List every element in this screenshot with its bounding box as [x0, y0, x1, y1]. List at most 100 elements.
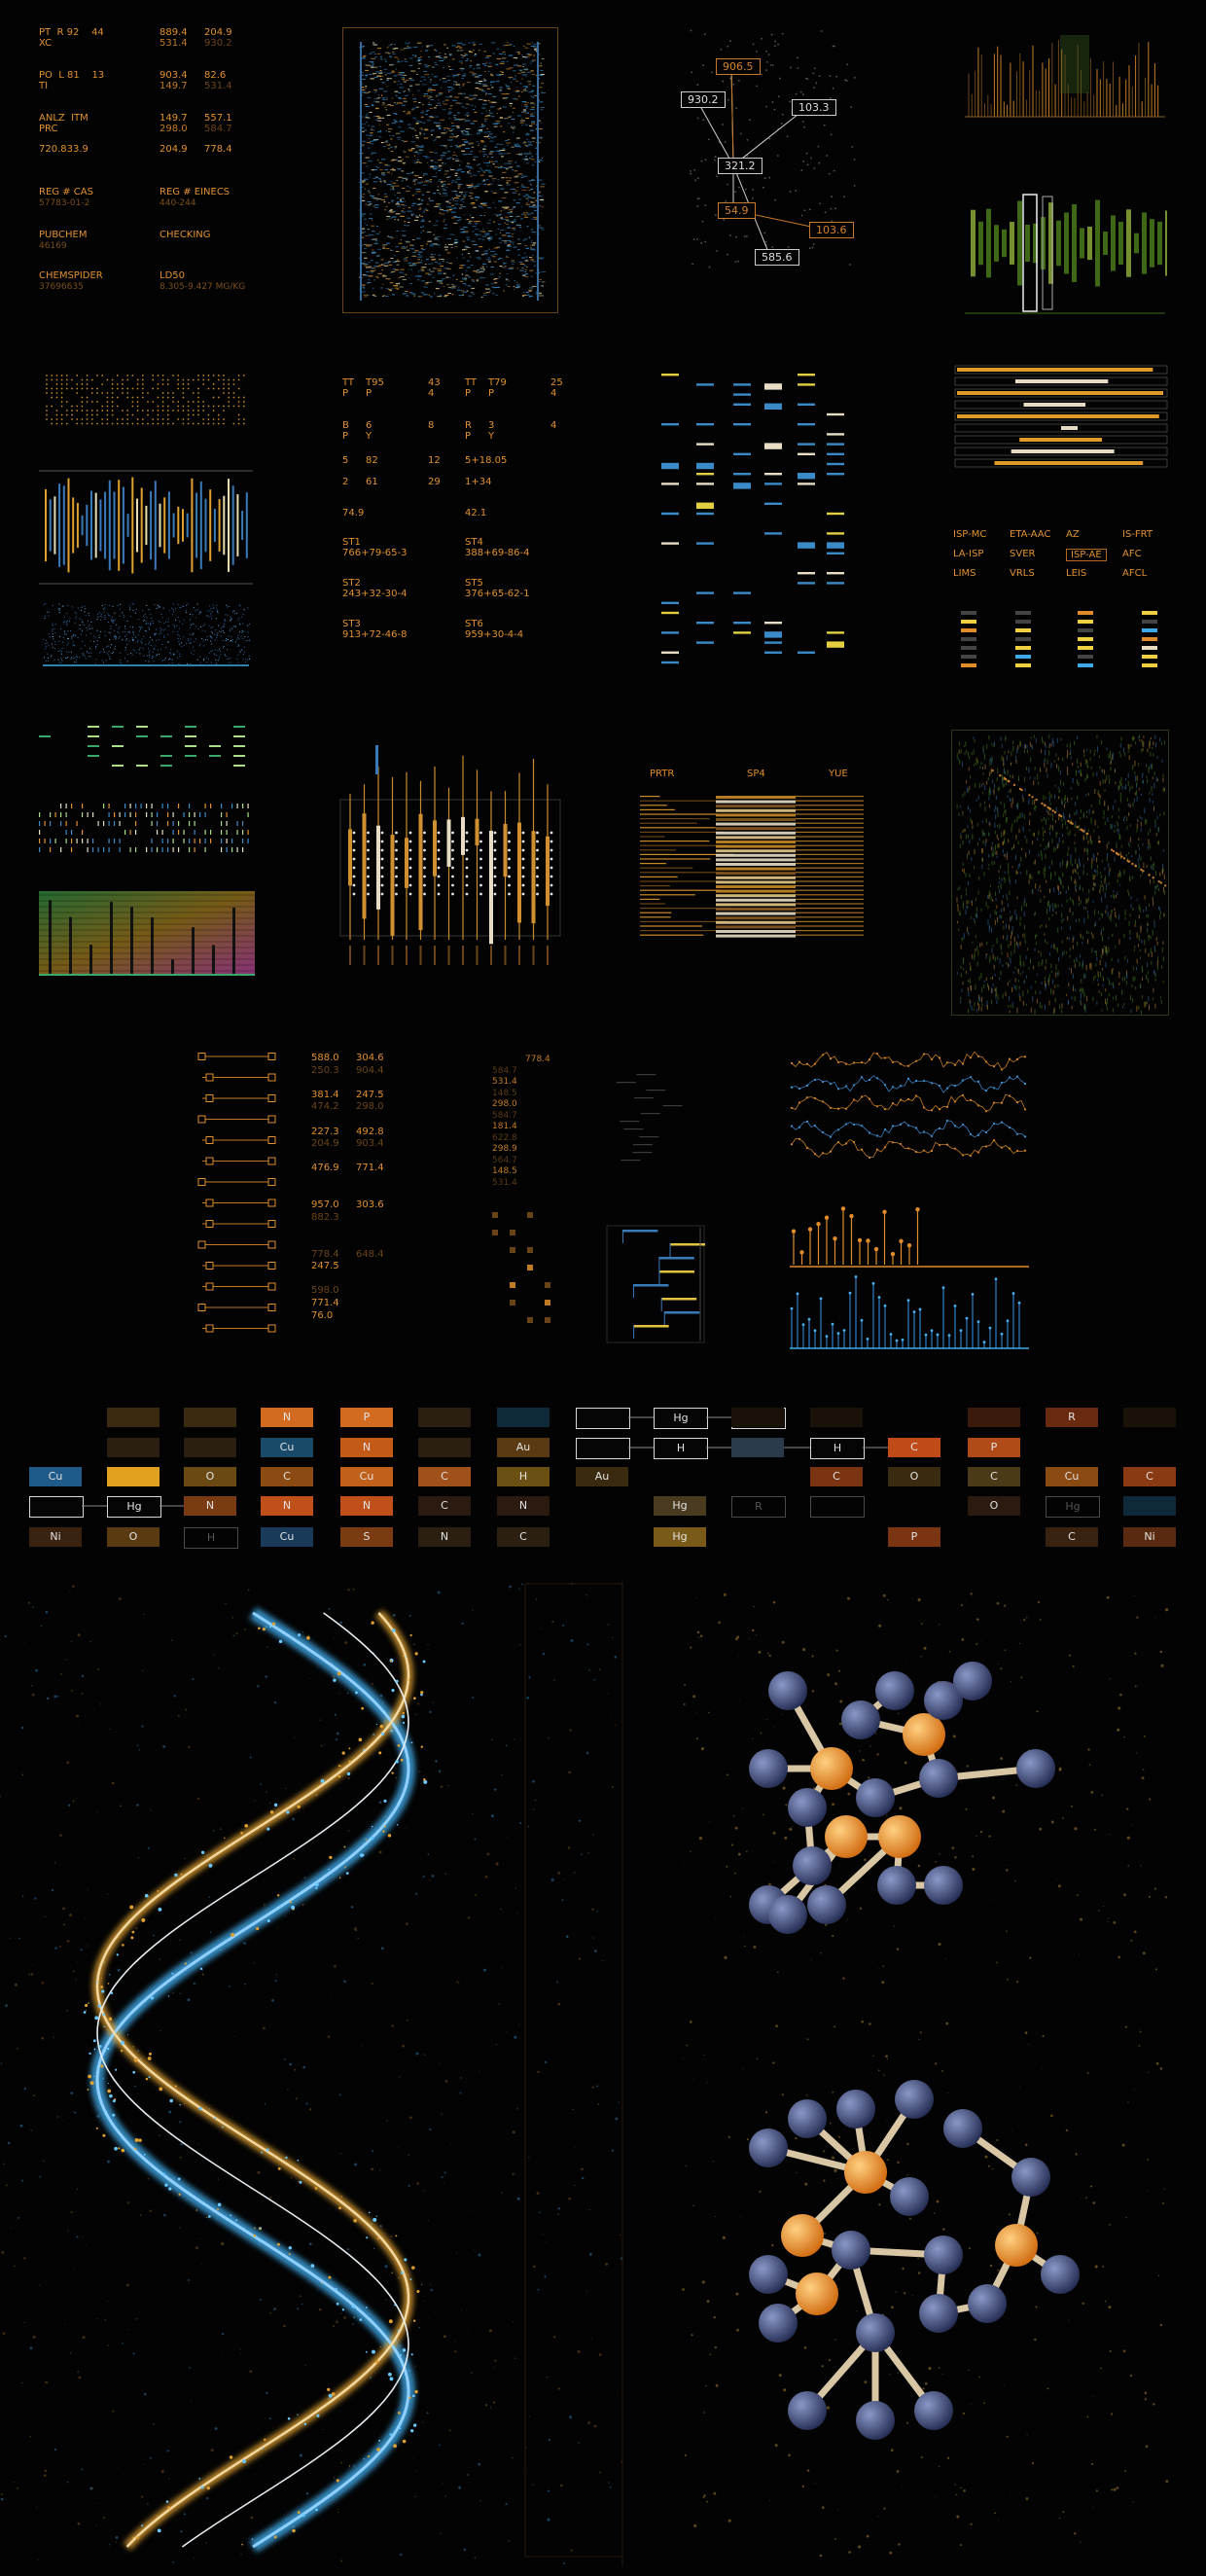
scatter-dot [390, 185, 395, 187]
dot-grid [228, 383, 231, 385]
scatter-dot [421, 84, 427, 86]
particle [988, 926, 990, 932]
scatter-dot [515, 57, 518, 59]
particle [1092, 887, 1094, 891]
scatter-dot [528, 180, 531, 182]
particle [997, 768, 999, 774]
particle [1063, 782, 1065, 786]
scatter-dot [531, 137, 536, 139]
dot-grid [202, 375, 205, 376]
scatter-dot [463, 73, 467, 75]
scatter-dot [388, 53, 391, 54]
particle [994, 851, 996, 855]
scatter-dot [183, 619, 185, 621]
scatter-dot [457, 168, 462, 170]
scatter-dot [498, 237, 502, 239]
scatter-dot [515, 216, 519, 218]
particle [1051, 737, 1053, 744]
isp-bar [1142, 655, 1157, 659]
scatter-dot [491, 293, 495, 295]
scatter-dot [464, 192, 468, 194]
scatter-dot [453, 74, 458, 76]
dot-grid [192, 422, 195, 425]
dot-grid [147, 413, 149, 416]
isp-bar [1078, 663, 1093, 667]
scatter-dot [103, 611, 105, 613]
stack-dot [395, 883, 398, 887]
scatter-dot [484, 211, 486, 213]
scatter-dot [131, 637, 133, 639]
dot-grid [65, 375, 68, 376]
dot-grid [177, 383, 180, 385]
table-cell: 74.9 [342, 508, 365, 519]
scatter-dot [496, 57, 502, 59]
dot-grid [46, 383, 48, 385]
scatter-dot [461, 130, 464, 132]
scatter-dot [374, 295, 376, 297]
particle [1154, 948, 1156, 953]
particle [1067, 832, 1069, 836]
scatter-dot [463, 129, 466, 131]
particle [994, 956, 996, 962]
scatter-dot [473, 97, 477, 99]
particle [1041, 1005, 1043, 1009]
particle [1038, 853, 1040, 857]
scatter-dot [361, 199, 366, 201]
scatter-dot [373, 266, 378, 268]
dot-grid [202, 378, 205, 381]
particle [1041, 818, 1043, 822]
particle [1024, 924, 1026, 930]
scatter-dot [371, 128, 373, 130]
stack-tick [349, 946, 351, 965]
scatter-dot [109, 615, 111, 617]
dot-grid [111, 392, 114, 394]
scatter-dot [378, 136, 382, 138]
scatter-dot [408, 277, 410, 279]
particle [1049, 951, 1051, 956]
scatter-dot [366, 224, 369, 226]
band-line [716, 853, 796, 857]
scatter-dot [206, 639, 208, 641]
scatter-dot [523, 214, 527, 216]
scatter-dot [108, 650, 110, 652]
grid-dot [770, 33, 773, 36]
particle [992, 850, 994, 857]
scatter-dot [487, 261, 491, 263]
scatter-dot [437, 296, 443, 298]
scatter-dot [392, 182, 397, 184]
particle [1111, 910, 1113, 912]
scatter-dot [398, 138, 401, 140]
scatter-dot [430, 253, 434, 255]
scatter-dot [461, 197, 464, 199]
scatter-dot [467, 172, 472, 174]
particle [982, 749, 984, 754]
scatter-dot [376, 160, 380, 161]
scatter-dot [430, 243, 436, 245]
scatter-dot [45, 639, 47, 641]
scatter-dot [530, 70, 534, 72]
band-line [796, 822, 864, 824]
scatter-dot [43, 604, 45, 606]
scatter-dot [440, 119, 445, 121]
scatter-dot [532, 141, 535, 143]
scatter-dot [430, 270, 436, 272]
scatter-dot [215, 662, 217, 664]
dot-grid [111, 422, 114, 425]
scatter-dot [505, 84, 508, 86]
scatter-dot [391, 186, 395, 188]
particle [1153, 805, 1155, 811]
scatter-dot [478, 197, 480, 199]
scatter-dot [528, 296, 531, 298]
particle [1048, 796, 1050, 803]
scatter-dot [448, 90, 450, 92]
info-value: 440-244 [160, 198, 196, 208]
stack-dot [380, 848, 384, 852]
scatter-dot [513, 219, 516, 221]
stack-dot [493, 840, 497, 843]
isp-label: ISP-AE [1066, 549, 1107, 561]
particle [1099, 795, 1101, 799]
scatter-dot [525, 291, 529, 293]
particle [975, 914, 976, 917]
scatter-dot [453, 76, 455, 78]
scatter-dot [375, 116, 380, 118]
